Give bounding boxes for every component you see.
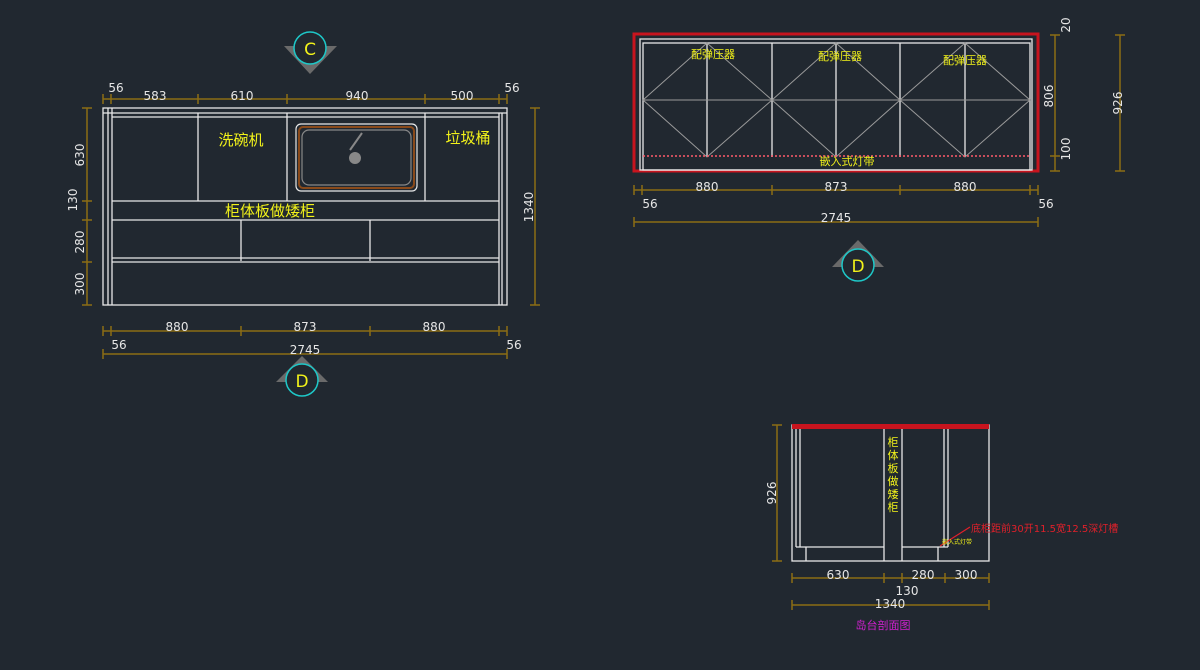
dim-label: 56: [504, 81, 519, 95]
transformer-label: 配弹压器: [943, 53, 987, 67]
dim-label: 630: [827, 568, 850, 582]
sink: [295, 123, 418, 192]
elevation-right-dimensions: 20 806 100 926: [1042, 17, 1125, 172]
elevation-bottom-dimensions: 880 873 880 56 56 2745: [633, 180, 1054, 227]
plan-outline: [102, 107, 508, 306]
transformer-label: 配弹压器: [691, 47, 735, 61]
dim-label: 56: [111, 338, 126, 352]
view-marker-d[interactable]: D: [276, 356, 328, 397]
section-view: 柜 体 板 做 矮 柜 底柜距前30开11.5宽12.5深灯槽 嵌入式灯带 92…: [765, 424, 1118, 632]
dim-label: 806: [1042, 85, 1056, 108]
dim-label: 100: [1059, 138, 1073, 161]
note-leader: [939, 526, 971, 547]
plan-right-dimension: 1340: [522, 107, 540, 306]
vertical-cabinet-label: 柜 体 板 做 矮 柜: [888, 436, 899, 514]
countertop: [792, 424, 989, 429]
dim-label: 610: [231, 89, 254, 103]
light-strip-label: 嵌入式灯带: [942, 538, 972, 546]
dim-label: 300: [73, 273, 87, 296]
dim-label: 280: [912, 568, 935, 582]
dim-label: 130: [66, 189, 80, 212]
dim-label: 873: [294, 320, 317, 334]
light-groove-note: 底柜距前30开11.5宽12.5深灯槽: [971, 522, 1118, 535]
dim-label: 2745: [290, 343, 321, 357]
dim-label: 56: [642, 197, 657, 211]
low-cabinet-label: 柜体板做矮柜: [225, 202, 315, 220]
dim-label: 926: [765, 482, 779, 505]
dim-label: 940: [346, 89, 369, 103]
label-char: 柜: [888, 436, 899, 449]
faucet-icon: [349, 132, 363, 151]
plan-view: 洗碗机 垃圾桶 柜体板做矮柜 56 583 610 940 500 56 630…: [66, 31, 540, 397]
plan-top-dimensions: 56 583 610 940 500 56: [102, 81, 520, 104]
view-marker-c[interactable]: C: [284, 31, 337, 74]
dim-label: 880: [423, 320, 446, 334]
dim-label: 880: [696, 180, 719, 194]
light-strip-label: 嵌入式灯带: [820, 155, 875, 168]
dim-label: 1340: [522, 192, 536, 223]
dim-label: 130: [896, 584, 919, 598]
dim-label: 500: [451, 89, 474, 103]
dim-label: 300: [955, 568, 978, 582]
plan-left-dimensions: 630 130 280 300: [66, 107, 92, 306]
marker-label: D: [295, 372, 308, 392]
view-marker-d[interactable]: D: [832, 240, 884, 282]
dim-label: 926: [1111, 92, 1125, 115]
dim-label: 56: [506, 338, 521, 352]
dim-label: 56: [108, 81, 123, 95]
dim-label: 880: [166, 320, 189, 334]
transformer-label: 配弹压器: [818, 49, 862, 63]
dim-label: 280: [73, 231, 87, 254]
section-title: 岛台剖面图: [856, 618, 911, 632]
dim-label: 873: [825, 180, 848, 194]
dim-label: 2745: [821, 211, 852, 225]
section-dimensions: 926 630 280 300 130 1340: [765, 424, 990, 611]
marker-label: D: [851, 257, 864, 277]
dim-label: 880: [954, 180, 977, 194]
elevation-view: 配弹压器 配弹压器 配弹压器 嵌入式灯带 880 873 880 56 56 2…: [632, 17, 1125, 282]
label-char: 矮: [888, 487, 899, 501]
dim-label: 1340: [875, 597, 906, 611]
trash-bin-label: 垃圾桶: [445, 129, 490, 147]
dim-label: 583: [144, 89, 167, 103]
label-char: 柜: [888, 501, 899, 514]
countertop-outline: [632, 32, 1040, 173]
dim-label: 20: [1059, 17, 1073, 32]
plan-bottom-dimensions: 880 873 880 56 56 2745: [102, 320, 522, 359]
marker-label: C: [304, 40, 316, 60]
label-char: 板: [888, 461, 899, 475]
label-char: 做: [888, 474, 899, 488]
drain-icon: [349, 152, 361, 164]
dim-label: 630: [73, 144, 87, 167]
dishwasher-label: 洗碗机: [218, 131, 263, 149]
dim-label: 56: [1038, 197, 1053, 211]
label-char: 体: [888, 448, 899, 462]
